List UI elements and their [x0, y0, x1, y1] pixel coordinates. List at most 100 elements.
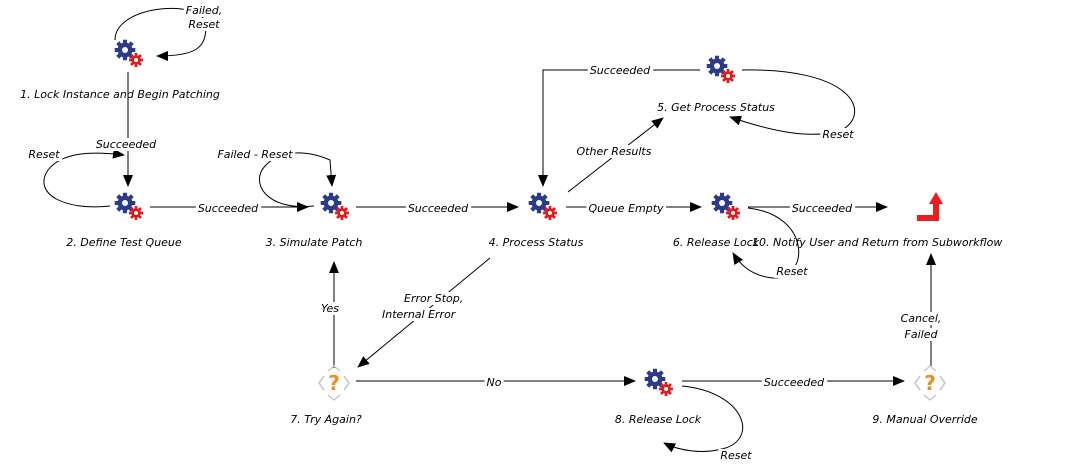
- node-label: 4. Process Status: [489, 236, 584, 249]
- label-background: [718, 449, 755, 462]
- label-background: [215, 148, 296, 161]
- label-background: [574, 145, 654, 158]
- label-background: [586, 202, 667, 215]
- label-background: [26, 148, 63, 161]
- edge-label-group: Error Stop,Internal Error: [380, 292, 466, 321]
- label-background: [318, 302, 342, 315]
- labels: Failed,ResetSucceededResetSucceededFaile…: [26, 4, 944, 462]
- edge-label-group: Failed - Reset: [215, 148, 296, 161]
- node-label: 7. Try Again?: [290, 413, 362, 426]
- edge-label-group: Succeeded: [789, 202, 856, 215]
- edge-n3-to-n3: [259, 152, 337, 208]
- node-label: 9. Manual Override: [872, 413, 977, 426]
- edge-label: Cancel,: [901, 312, 942, 325]
- node-n4[interactable]: 4. Process Status: [489, 192, 584, 249]
- edge-label: Queue Empty: [588, 202, 664, 215]
- node-label: 5. Get Process Status: [657, 101, 775, 114]
- edge-label: Internal Error: [382, 308, 457, 321]
- edge-label-group: Yes: [318, 302, 342, 315]
- label-background: [898, 312, 944, 325]
- edge-label: Failed: [905, 328, 939, 341]
- node-n2[interactable]: 2. Define Test Queue: [66, 192, 182, 249]
- label-background: [774, 265, 811, 278]
- edge-label: Succeeded: [198, 202, 259, 215]
- edge-label: Succeeded: [408, 202, 469, 215]
- edge-label: No: [487, 376, 502, 389]
- edge-label-group: Cancel, Failed: [898, 312, 944, 341]
- gears-icon: [711, 192, 741, 221]
- edge-label-group: Failed,Reset: [183, 4, 225, 31]
- edge-label: Succeeded: [764, 376, 825, 389]
- edge-label: Reset: [720, 449, 752, 462]
- edge-n5-to-n4: [538, 69, 700, 187]
- node-n5[interactable]: 5. Get Process Status: [657, 55, 775, 114]
- label-background: [402, 292, 466, 305]
- edge-label-group: Succeeded: [195, 202, 262, 215]
- edge-line: [43, 148, 125, 208]
- label-background: [484, 376, 504, 389]
- node-n10[interactable]: 10. Notify User and Return from Subworkf…: [752, 192, 1002, 249]
- edge-label-group: Queue Empty: [586, 202, 667, 215]
- node-label: 6. Release Lock: [673, 236, 760, 249]
- node-n6[interactable]: 6. Release Lock: [673, 192, 760, 249]
- node-label: 8. Release Lock: [615, 413, 702, 426]
- node-label: 10. Notify User and Return from Subworkf…: [752, 236, 1002, 249]
- edge-label-group: Reset: [718, 449, 755, 462]
- edge-label: Reset: [28, 148, 60, 161]
- label-background: [820, 128, 857, 141]
- node-n3[interactable]: 3. Simulate Patch: [266, 192, 363, 249]
- gears-icon: [706, 55, 736, 84]
- node-label: 2. Define Test Queue: [66, 236, 182, 249]
- edge-label: Reset: [822, 128, 854, 141]
- gears-icon: [320, 192, 350, 221]
- label-background: [183, 4, 225, 17]
- edge-line: [729, 69, 855, 135]
- edge-label-group: Reset: [774, 265, 811, 278]
- return-arrow-icon: [917, 192, 943, 221]
- svg-text:?: ?: [924, 371, 936, 395]
- label-background: [761, 376, 828, 389]
- edge-label: Other Results: [577, 145, 652, 158]
- edge-label: Failed,: [186, 4, 222, 17]
- node-label: 1. Lock Instance and Begin Patching: [20, 88, 220, 101]
- edge-n5-to-n5: [729, 69, 855, 135]
- gears-icon: [114, 192, 144, 221]
- edge-label-group: Succeeded: [761, 376, 828, 389]
- node-n8[interactable]: 8. Release Lock: [615, 368, 702, 426]
- label-background: [93, 138, 160, 151]
- edge-label-group: Succeeded: [93, 138, 160, 151]
- node-n7[interactable]: ? 7. Try Again?: [290, 365, 362, 426]
- question-icon: ?: [318, 365, 350, 401]
- edge-label-group: Succeeded: [587, 64, 654, 77]
- label-background: [380, 308, 459, 321]
- edge-n8-to-n8: [663, 385, 744, 453]
- edge-label: Succeeded: [792, 202, 853, 215]
- label-background: [186, 18, 223, 31]
- node-n9[interactable]: ? 9. Manual Override: [872, 365, 978, 426]
- edge-line: [663, 385, 744, 453]
- label-background: [195, 202, 262, 215]
- label-background: [789, 202, 856, 215]
- edge-label: Reset: [188, 18, 220, 31]
- node-n1[interactable]: 1. Lock Instance and Begin Patching: [20, 39, 220, 101]
- node-label: 3. Simulate Patch: [266, 236, 363, 249]
- edge-label-group: Succeeded: [405, 202, 472, 215]
- label-background: [405, 202, 472, 215]
- gears-icon: [528, 192, 558, 221]
- edge-label-group: Reset: [26, 148, 63, 161]
- edge-line: [259, 152, 337, 208]
- edge-label: Succeeded: [590, 64, 651, 77]
- label-background: [587, 64, 654, 77]
- edge-label: Yes: [321, 302, 339, 315]
- svg-text:?: ?: [328, 371, 340, 395]
- gears-icon: [114, 39, 144, 68]
- nodes: 1. Lock Instance and Begin Patching 2. De…: [20, 39, 1002, 426]
- edge-label-group: Other Results: [574, 145, 654, 158]
- edge-label-group: No: [484, 376, 504, 389]
- edge-line: [538, 69, 700, 187]
- question-icon: ?: [914, 365, 946, 401]
- edge-label-group: Reset: [820, 128, 857, 141]
- gears-icon: [644, 368, 674, 397]
- label-background: [902, 328, 941, 341]
